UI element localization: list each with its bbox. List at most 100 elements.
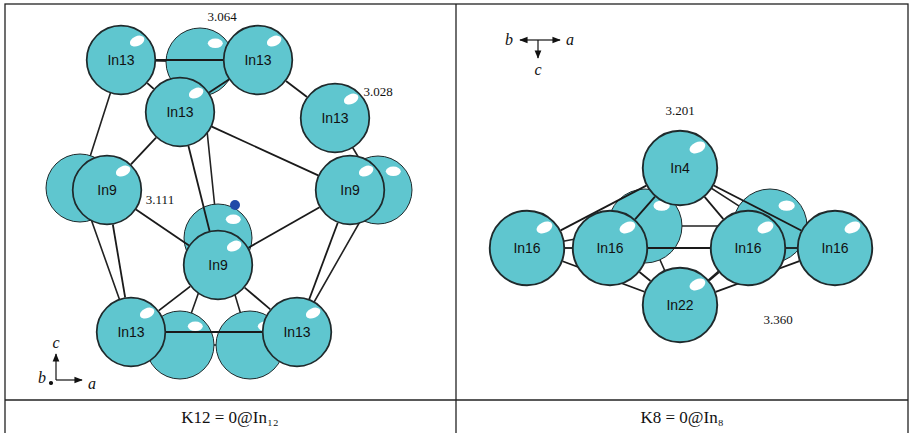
- atom-sphere: In13: [96, 297, 166, 367]
- bond-line: [705, 197, 724, 219]
- bond-line: [635, 197, 655, 220]
- axis-label: b: [38, 369, 46, 387]
- bond-line: [286, 81, 307, 97]
- bond-line: [159, 286, 191, 310]
- atom-label: In22: [666, 297, 693, 313]
- sphere-outline: [97, 298, 166, 367]
- atom-label: In13: [166, 104, 193, 120]
- atom-sphere: In16: [489, 210, 565, 286]
- bond-line: [147, 83, 153, 89]
- highlight: [114, 163, 132, 178]
- atom-label: In13: [117, 324, 144, 340]
- highlight: [208, 39, 223, 49]
- caption: K12 = 0@In₁₂: [181, 408, 279, 428]
- distance-label: 3.360: [763, 312, 792, 328]
- sphere-outline: [263, 298, 332, 367]
- highlight: [342, 91, 360, 106]
- axis-a: [56, 379, 82, 380]
- highlight: [265, 33, 283, 48]
- bond-line: [248, 207, 319, 247]
- atom-label: In16: [513, 240, 540, 256]
- atom-label: In13: [244, 52, 271, 68]
- caption-divider: [5, 399, 908, 400]
- atom-sphere: In9: [183, 230, 253, 300]
- highlight: [188, 322, 203, 332]
- distance-label: 3.201: [665, 103, 694, 119]
- distance-label: 3.028: [363, 84, 392, 100]
- panel-divider: [455, 4, 456, 433]
- atom-sphere: In13: [86, 25, 156, 95]
- highlight: [128, 33, 146, 48]
- axis-b: [50, 382, 53, 385]
- bond-line: [131, 138, 156, 165]
- sphere-outline: [643, 268, 717, 342]
- sphere-outline: [316, 156, 385, 225]
- sphere-outline: [73, 156, 142, 225]
- axis-label: c: [534, 61, 541, 79]
- bond-line: [156, 59, 223, 61]
- atom-sphere: In9: [72, 155, 142, 225]
- atom-sphere: In13: [262, 297, 332, 367]
- bond-line: [648, 247, 710, 249]
- sphere-outline: [643, 131, 717, 205]
- highlight: [357, 163, 375, 178]
- axis-b: [520, 39, 538, 40]
- highlight: [535, 219, 555, 236]
- caption: K8 = 0@In₈: [640, 408, 723, 428]
- atom-label: In13: [321, 110, 348, 126]
- highlight: [688, 276, 708, 293]
- atom-label: In9: [208, 257, 227, 273]
- highlight: [138, 305, 156, 320]
- sphere-outline: [798, 211, 872, 285]
- bond-line: [639, 272, 650, 281]
- bond-line: [309, 223, 338, 299]
- highlight: [226, 215, 241, 225]
- atom-label: In9: [97, 182, 116, 198]
- atom-label: In16: [734, 240, 761, 256]
- distance-label: 3.111: [146, 192, 174, 208]
- atom-label: In4: [670, 160, 689, 176]
- bond-line: [136, 210, 189, 246]
- bond-line: [786, 247, 797, 249]
- axis-label: a: [88, 375, 96, 393]
- highlight: [225, 238, 243, 253]
- atom-sphere: In22: [642, 267, 718, 343]
- sphere-outline: [301, 84, 370, 153]
- atom-sphere: In16: [710, 210, 786, 286]
- axis-c: [55, 354, 56, 380]
- atom-sphere: In9: [315, 155, 385, 225]
- axis-a: [538, 39, 560, 40]
- bond-line: [212, 127, 318, 176]
- highlight: [843, 219, 863, 236]
- sphere-outline: [146, 78, 215, 147]
- axis-label: b: [505, 31, 513, 49]
- atom-sphere: In13: [223, 25, 293, 95]
- atom-label: In13: [283, 324, 310, 340]
- sphere-outline: [711, 211, 785, 285]
- highlight: [779, 200, 795, 210]
- bond-line: [209, 79, 229, 92]
- atom-sphere: In13: [300, 83, 370, 153]
- atom-label: In13: [107, 52, 134, 68]
- axis-label: a: [566, 31, 574, 49]
- bond-line: [709, 272, 719, 280]
- sphere-outline: [184, 231, 253, 300]
- bond-line: [113, 225, 125, 298]
- axis-c: [537, 40, 538, 58]
- highlight: [304, 305, 322, 320]
- atom-label: In16: [821, 240, 848, 256]
- panel-borders: [5, 4, 908, 433]
- sphere-outline: [224, 26, 293, 95]
- highlight: [386, 167, 401, 177]
- atom-sphere: In16: [572, 210, 648, 286]
- highlight: [187, 85, 205, 100]
- atom-sphere: In4: [642, 130, 718, 206]
- bond-line: [565, 247, 572, 249]
- sphere-outline: [87, 26, 156, 95]
- bond-line: [166, 331, 262, 333]
- outer-border: [5, 4, 908, 433]
- axis-label: c: [52, 334, 59, 352]
- highlight: [688, 139, 708, 156]
- distance-label: 3.064: [207, 9, 236, 25]
- highlight: [618, 219, 638, 236]
